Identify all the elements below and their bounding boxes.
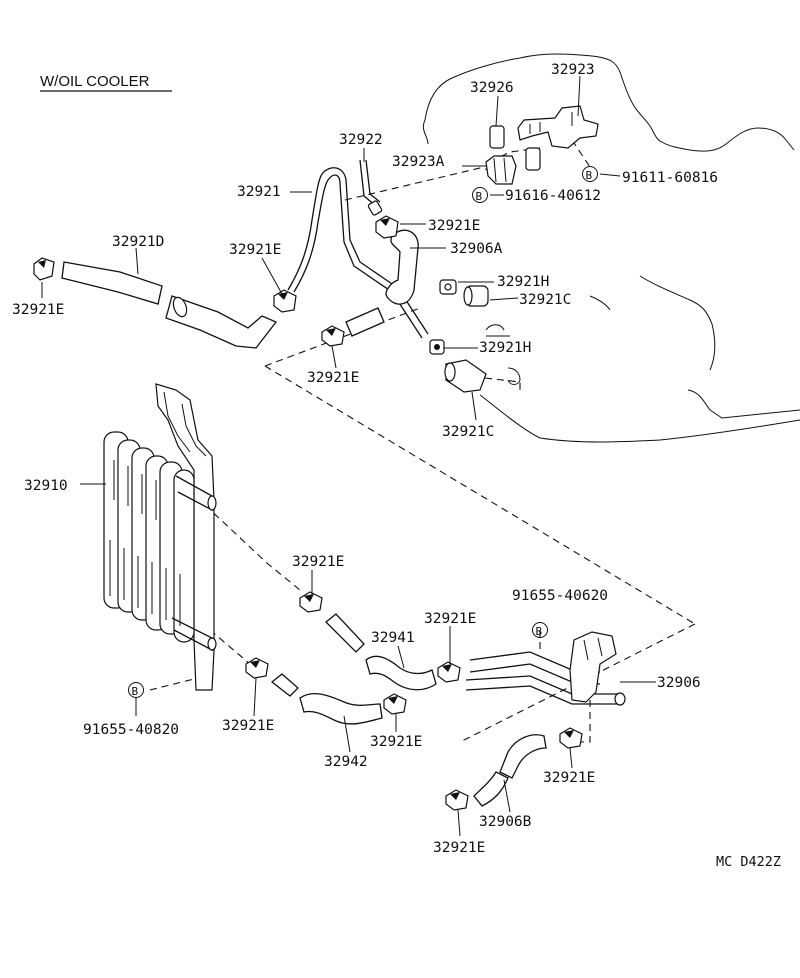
- label-32926: 32926: [470, 80, 514, 96]
- transmission-outline-2: [422, 119, 429, 145]
- label-32921E-right: 32921E: [543, 770, 595, 786]
- dash-upper-a: [344, 167, 501, 201]
- clamp-32921E-right: [559, 727, 583, 749]
- dash-region-diag: [264, 365, 696, 625]
- label-32921E-mid: 32921E: [229, 242, 281, 258]
- bolt-symbol-91611: B: [582, 166, 598, 182]
- label-32906B: 32906B: [479, 814, 532, 830]
- svg-text:B: B: [586, 169, 593, 182]
- label-32921E-cooler-upper: 32921E: [292, 554, 344, 570]
- label-32941: 32941: [371, 630, 415, 646]
- dash-region-left: [264, 307, 421, 367]
- label-91655-40820: 91655-40820: [83, 722, 179, 738]
- hose-32941-straight: [325, 613, 365, 653]
- clamp-32921E-hose-end: [383, 693, 407, 715]
- fitting-sketch: [485, 324, 521, 385]
- outline-fragment: [589, 295, 611, 311]
- oil-pipe-32921: [287, 167, 429, 335]
- clamp-32921E-low: [321, 325, 345, 347]
- label-91655-40620: 91655-40620: [512, 588, 608, 604]
- label-32921E-low: 32921E: [307, 370, 359, 386]
- hose-32921D: [61, 261, 163, 305]
- label-91616-40612: 91616-40612: [505, 188, 601, 204]
- label-32942: 32942: [324, 754, 368, 770]
- label-32921E-bottom: 32921E: [433, 840, 485, 856]
- bolt-symbol-91616: B: [472, 187, 488, 203]
- dash-fitting: [484, 377, 521, 392]
- label-91611-60816: 91611-60816: [622, 170, 718, 186]
- bolt-symbol-91655-40820: B: [128, 682, 144, 698]
- diagram-code: MC D422Z: [716, 854, 781, 870]
- fitting-32921H-upper: [439, 279, 457, 295]
- clamp-32921E-upper: [375, 215, 399, 239]
- bracket-32923A: [485, 155, 517, 185]
- oil-pipe-32921-inner: [293, 174, 423, 339]
- transmission-outline: [424, 53, 795, 152]
- label-32922: 32922: [339, 132, 383, 148]
- collar-32926: [489, 125, 541, 171]
- leader-lines: [41, 75, 656, 837]
- fitting-32921H-lower: [429, 339, 445, 355]
- hose-32942: [299, 692, 383, 725]
- label-32921C-lower: 32921C: [442, 424, 494, 440]
- diagram-title: W/OIL COOLER: [40, 73, 150, 90]
- label-32921E-mid-right: 32921E: [424, 611, 476, 627]
- svg-text:B: B: [536, 625, 543, 638]
- dash-cooler-upper: [204, 504, 301, 591]
- svg-text:B: B: [476, 190, 483, 203]
- hose-32942-short: [270, 673, 299, 697]
- svg-text:B: B: [132, 685, 139, 698]
- label-32910: 32910: [24, 478, 68, 494]
- hose-end: [172, 296, 188, 318]
- label-32921E-far-left: 32921E: [12, 302, 64, 318]
- bracket-tubes-32906: [465, 631, 626, 706]
- hose-32906A: [385, 229, 419, 305]
- clamp-32921E-far-left: [33, 257, 55, 281]
- label-32906: 32906: [657, 675, 701, 691]
- clamp-32921E-cooler-upper: [299, 591, 323, 613]
- label-32923: 32923: [551, 62, 595, 78]
- label-32921H-lower: 32921H: [479, 340, 531, 356]
- hose-32921D-lower: [165, 295, 278, 349]
- oil-cooler-32910: [103, 383, 217, 691]
- fitting-32921C-lower: [444, 359, 487, 393]
- label-32923A: 32923A: [392, 154, 445, 170]
- dash-upper-c: [571, 139, 593, 171]
- label-32921D: 32921D: [112, 234, 164, 250]
- oil-pipe-32922-inner: [365, 159, 381, 203]
- label-32921E-hose-end: 32921E: [370, 734, 422, 750]
- label-32921H-upper: 32921H: [497, 274, 549, 290]
- label-32921E-cooler-lower: 32921E: [222, 718, 274, 734]
- dash-cooler-lower: [209, 629, 251, 665]
- crossmember-outline: [639, 275, 716, 371]
- label-32921E-upper: 32921E: [428, 218, 480, 234]
- oil-pipe-32922: [359, 159, 377, 207]
- hose-32906B-lower: [473, 771, 509, 807]
- dash-region-bottom: [459, 623, 696, 743]
- hose-32906B-upper: [499, 734, 547, 779]
- clamp-32921E-mid: [273, 289, 297, 313]
- label-32906A: 32906A: [450, 241, 503, 257]
- fitting-32921C-upper: [463, 285, 489, 307]
- floor-outline: [479, 394, 800, 443]
- label-32921: 32921: [237, 184, 281, 200]
- hose-32941: [365, 655, 437, 691]
- label-32921C-upper: 32921C: [519, 292, 571, 308]
- bracket-32923: [517, 105, 599, 149]
- short-hose: [345, 307, 385, 337]
- clamp-32921E-bottom: [445, 789, 469, 811]
- clamp-32921E-cooler-lower: [245, 657, 269, 679]
- clamp-32921E-mid-right: [437, 661, 461, 683]
- pipe-end-32922: [367, 200, 383, 216]
- crossmember-outline-2: [687, 389, 800, 419]
- bolt-symbol-91655-40620: B: [532, 622, 548, 638]
